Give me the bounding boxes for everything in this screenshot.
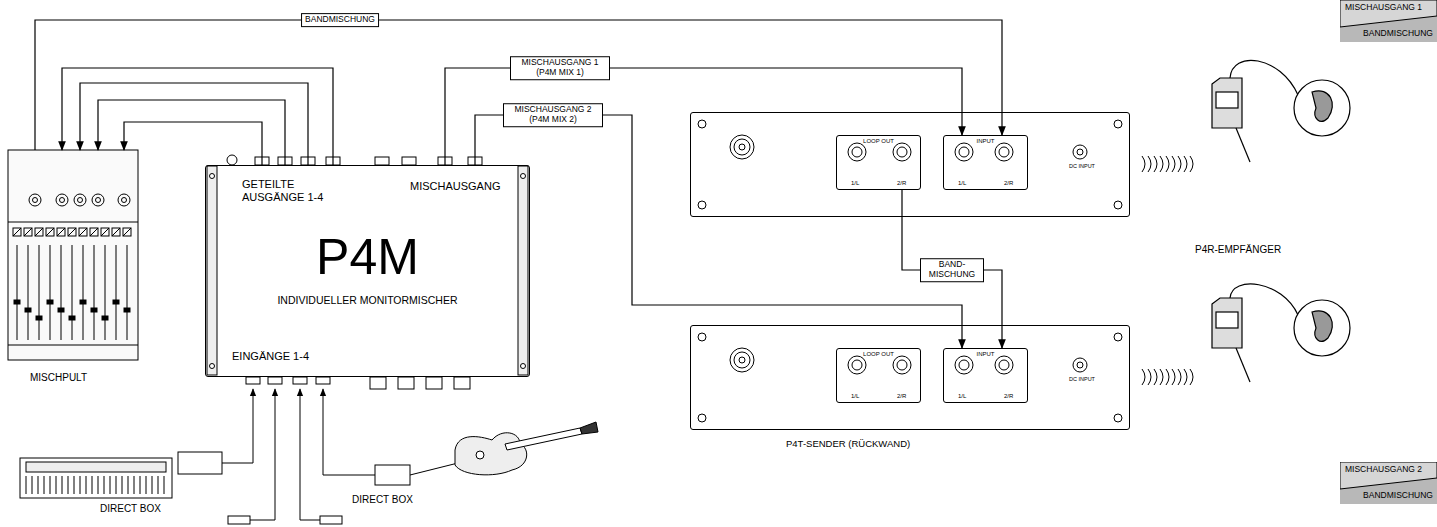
signal-connector (98, 100, 285, 165)
node-text: DC INPUT (1069, 376, 1095, 382)
jack-group: INPUT 1/L 2/R (943, 348, 1028, 403)
signal-connector (35, 20, 1002, 150)
signal-connector (124, 122, 262, 165)
signal-connector (80, 83, 308, 165)
edge-label: BAND- MISCHUNG (920, 258, 984, 282)
node-text: MISCHPULT (30, 372, 87, 384)
node-text: P4M (206, 232, 529, 282)
part-label: DIRECT BOX (352, 494, 413, 506)
transmitter-panels (698, 120, 1122, 422)
node-text: P4T-SENDER (RÜCKWAND) (786, 439, 910, 450)
signal-connector (475, 115, 962, 348)
jack-group: LOOP OUT 1/L 2/R (836, 135, 921, 190)
receivers (1212, 60, 1350, 382)
node-text: GETEILTE AUSGÄNGE 1-4 (242, 178, 332, 203)
node-text: MISCHAUSGANG (410, 180, 500, 193)
mix-tag: MISCHAUSGANG 2 BANDMISCHUNG (1340, 462, 1437, 504)
edge-label: MISCHAUSGANG 1 (P4M MIX 1) (510, 56, 610, 80)
jack-group: INPUT 1/L 2/R (943, 135, 1028, 190)
node-text: 2/R (897, 393, 906, 400)
node-text: LOOP OUT (837, 351, 920, 358)
transmitter-panel: DC INPUTP4T-SENDER (RÜCKWAND)LOOP OUT1/L… (690, 325, 1130, 430)
mixing-console (8, 150, 138, 360)
node-text: EINGÄNGE 1-4 (232, 350, 309, 363)
mix-tag: MISCHAUSGANG 1 BANDMISCHUNG (1340, 0, 1437, 42)
p4m-housing (207, 155, 528, 389)
edge-label: MISCHAUSGANG 2 (P4M MIX 2) (503, 103, 603, 127)
node-text: INPUT (944, 351, 1027, 358)
node-text: LOOP OUT (837, 138, 920, 145)
signal-connector (445, 68, 962, 165)
node-text: INDIVIDUELLER MONITORMISCHER (206, 294, 529, 306)
node-text: BANDMISCHUNG (1363, 29, 1433, 39)
node-text: 1/L (851, 180, 859, 187)
node-text: INPUT (944, 138, 1027, 145)
node-text: MISCHAUSGANG 1 (1345, 3, 1422, 13)
instruments (20, 389, 598, 524)
jack-group: LOOP OUT 1/L 2/R (836, 348, 921, 403)
node-text: 2/R (897, 180, 906, 187)
node-text: MISCHAUSGANG 2 (1345, 465, 1422, 475)
node-text: 1/L (958, 393, 966, 400)
node-text: 2/R (1004, 393, 1013, 400)
mixing-console: MISCHPULT (8, 150, 138, 360)
part-label: DIRECT BOX (100, 503, 161, 515)
node-text: 1/L (851, 393, 859, 400)
node-text: BANDMISCHUNG (1363, 491, 1433, 501)
node-text: DC INPUT (1069, 163, 1095, 169)
node-text: 2/R (1004, 180, 1013, 187)
radio-waves (1142, 156, 1193, 385)
signal-connector (62, 68, 333, 165)
p4m-mixer: GETEILTE AUSGÄNGE 1-4 MISCHAUSGANG P4M INDI… (205, 165, 530, 377)
node-text: 1/L (958, 180, 966, 187)
edge-label: BANDMISCHUNG (301, 13, 379, 27)
transmitter-panel: DC INPUT LOOP OUT 1/L 2/R INPUT 1/L 2/R (690, 112, 1130, 217)
part-label: P4R-EMPFÄNGER (1195, 244, 1281, 256)
